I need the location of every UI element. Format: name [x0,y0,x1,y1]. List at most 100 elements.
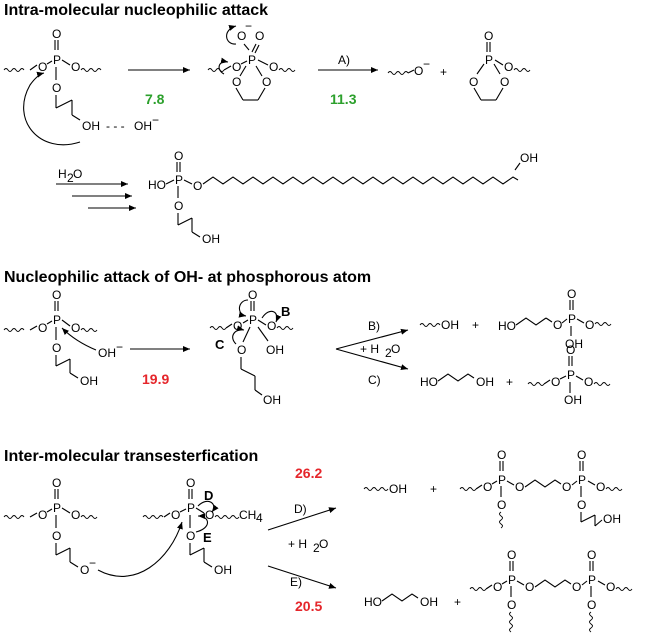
svg-text:OH: OH [263,393,281,407]
svg-text:O: O [584,375,593,389]
energy-26-2: 26.2 [295,465,322,481]
svg-text:OH: OH [134,119,152,133]
svg-text:O: O [269,60,278,74]
svg-text:O: O [171,508,180,522]
svg-text:O: O [585,318,594,332]
s2-reactant: O P O O O OH OH − [3,288,123,388]
svg-text:OH: OH [214,563,232,577]
svg-text:O: O [553,318,562,332]
svg-text:O: O [497,498,506,512]
svg-text:H: H [58,167,67,181]
svg-text:O: O [237,343,246,357]
s2-products-C: HO OH + O P O O OH [420,343,611,407]
svg-text:O: O [38,60,47,74]
svg-text:OH: OH [441,318,459,332]
svg-text:OH: OH [80,374,98,388]
s1-products: O − + P O O O O [387,29,531,101]
svg-text:O: O [80,563,89,577]
s1-intermediate: O P O O − O O O [207,19,296,101]
svg-text:O: O [606,580,615,594]
svg-text:OH: OH [565,337,583,351]
svg-text:O: O [38,508,47,522]
svg-text:O: O [71,508,80,522]
svg-text:−: − [89,556,96,570]
s3-products-D: OH + O P O O O P O O O O OH [363,448,623,529]
svg-text:P: P [53,501,61,515]
energy-11-3: 11.3 [330,91,357,107]
svg-text:O: O [414,64,423,78]
svg-text:O: O [596,480,605,494]
svg-text:P: P [249,313,257,327]
svg-text:O: O [493,580,502,594]
svg-text:P: P [187,501,195,515]
svg-text:O: O [186,529,195,543]
svg-text:O: O [551,375,560,389]
s3-reactant: O P O O O O − [3,476,183,577]
svg-text:O: O [572,580,581,594]
s3-branch-arrows: D) + H 2 O E) [267,502,337,589]
svg-text:HO: HO [420,375,438,389]
svg-text:O: O [38,321,47,335]
mark-E: E [203,530,212,545]
svg-text:+: + [454,595,461,609]
svg-text:O: O [525,580,534,594]
svg-text:O: O [205,508,214,522]
svg-text:OH: OH [476,375,494,389]
svg-text:O: O [587,548,596,562]
s1-reactant: O P O O O OH - - - OH − [3,27,159,146]
svg-text:P: P [175,173,183,187]
svg-text:4: 4 [256,511,263,525]
svg-text:OH: OH [420,595,438,609]
svg-text:O: O [233,319,242,333]
svg-text:O: O [515,480,524,494]
s1-hydrolysis-arrows: H 2 O [56,167,136,211]
svg-text:+ H: + H [288,537,307,551]
svg-text:O: O [52,476,61,490]
svg-text:O: O [186,476,195,490]
svg-text:- - -: - - - [106,119,125,133]
route-E-label: E) [290,575,302,589]
svg-text:O: O [267,319,276,333]
svg-text:OH: OH [389,482,407,496]
energy-7-8: 7.8 [145,91,165,107]
svg-text:−: − [116,340,123,354]
svg-text:OH: OH [564,393,582,407]
svg-text:O: O [469,75,478,89]
s3-products-E: HO OH + O P O O O P O O O O [364,548,633,633]
svg-text:P: P [578,473,586,487]
svg-text:O: O [577,498,586,512]
svg-text:OH: OH [98,346,116,360]
svg-text:O: O [391,342,400,356]
section-title-transesterification: Inter-molecular transesterfication [4,448,258,465]
svg-text:+: + [472,318,479,332]
svg-text:O: O [52,81,61,95]
svg-text:2: 2 [313,541,320,555]
s2-intermediate: O P O O B OH O C OH [209,288,294,407]
svg-text:2: 2 [385,346,392,360]
svg-text:P: P [588,573,596,587]
svg-text:OH: OH [202,232,220,246]
svg-text:O: O [174,199,183,213]
svg-text:P: P [53,53,61,67]
route-C-label: C) [368,373,381,387]
svg-text:O: O [248,288,257,302]
svg-text:−: − [245,19,252,33]
mark-D: D [204,488,213,503]
svg-text:O: O [232,75,241,89]
svg-text:P: P [508,573,516,587]
svg-text:O: O [255,29,264,43]
route-D-label: D) [294,502,307,516]
svg-text:−: − [423,57,430,71]
svg-text:O: O [507,548,516,562]
svg-text:O: O [262,75,271,89]
svg-text:OH: OH [603,512,621,526]
route-A-label: A) [338,53,350,67]
svg-text:O: O [71,321,80,335]
mark-B: B [281,304,290,319]
svg-text:O: O [52,341,61,355]
svg-text:+ H: + H [360,342,379,356]
svg-text:HO: HO [364,595,382,609]
svg-text:O: O [71,60,80,74]
svg-text:OH: OH [520,151,538,165]
